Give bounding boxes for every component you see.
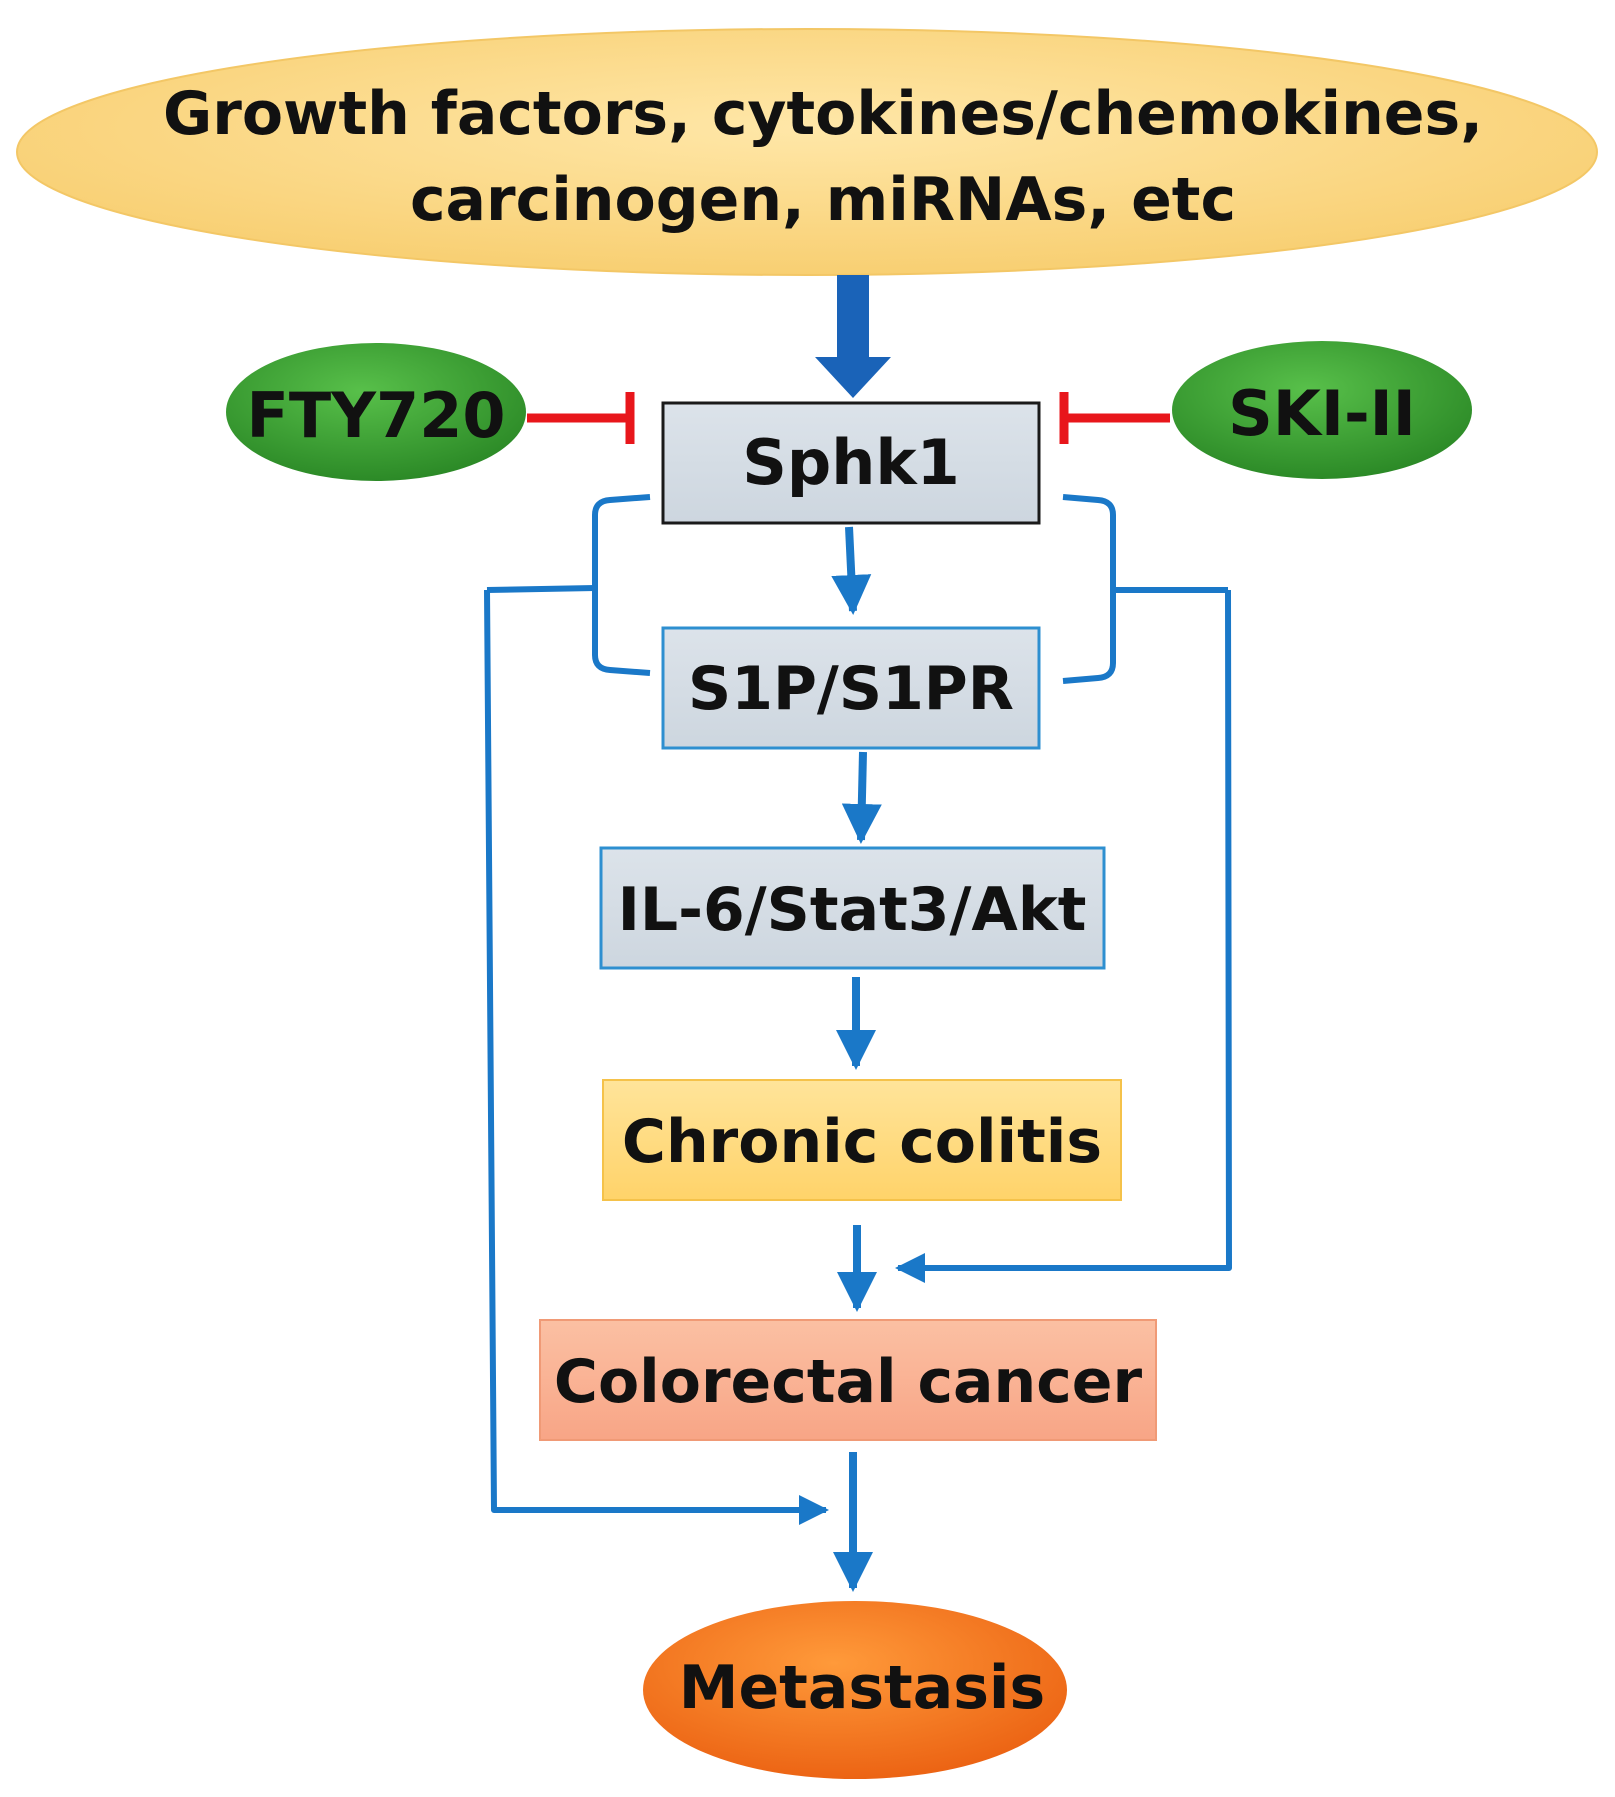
sphk1-to-s1p-arrow: [831, 526, 872, 615]
stimuli-node: Growth factors, cytokines/chemokines, ca…: [16, 28, 1598, 276]
metastasis-label: Metastasis: [679, 1653, 1045, 1723]
fty720-inhibition-line: [527, 392, 635, 444]
right-feedback-line: [895, 589, 1232, 1283]
il6-label: IL-6/Stat3/Akt: [618, 875, 1087, 945]
s1p-to-il6-arrow: [841, 751, 882, 844]
left-bracket: [592, 494, 651, 676]
left-feedback-line: [484, 589, 829, 1525]
fty720-label: FTY720: [247, 379, 506, 452]
fty720-node: FTY720: [226, 343, 526, 481]
ski2-label: SKI-II: [1228, 377, 1416, 450]
metastasis-node: Metastasis: [643, 1601, 1067, 1779]
ski2-node: SKI-II: [1172, 341, 1472, 479]
crc-box: Colorectal cancer: [539, 1319, 1157, 1441]
stimuli-label-line1: Growth factors, cytokines/chemokines,: [163, 79, 1483, 149]
sphk1-label: Sphk1: [742, 426, 960, 499]
s1p-box: S1P/S1PR: [661, 626, 1041, 750]
colitis-label: Chronic colitis: [622, 1107, 1102, 1177]
left-connector: [486, 585, 596, 593]
crc-label: Colorectal cancer: [554, 1347, 1143, 1417]
s1p-label: S1P/S1PR: [688, 654, 1014, 724]
stimuli-label-line2: carcinogen, miRNAs, etc: [410, 165, 1236, 235]
stimuli-to-sphk1-arrow: [815, 275, 891, 398]
right-bracket: [1062, 494, 1116, 684]
ski2-inhibition-line: [1059, 392, 1170, 444]
colitis-box: Chronic colitis: [602, 1079, 1122, 1201]
il6-box: IL-6/Stat3/Akt: [599, 846, 1106, 970]
sphk1-box: Sphk1: [661, 401, 1041, 525]
